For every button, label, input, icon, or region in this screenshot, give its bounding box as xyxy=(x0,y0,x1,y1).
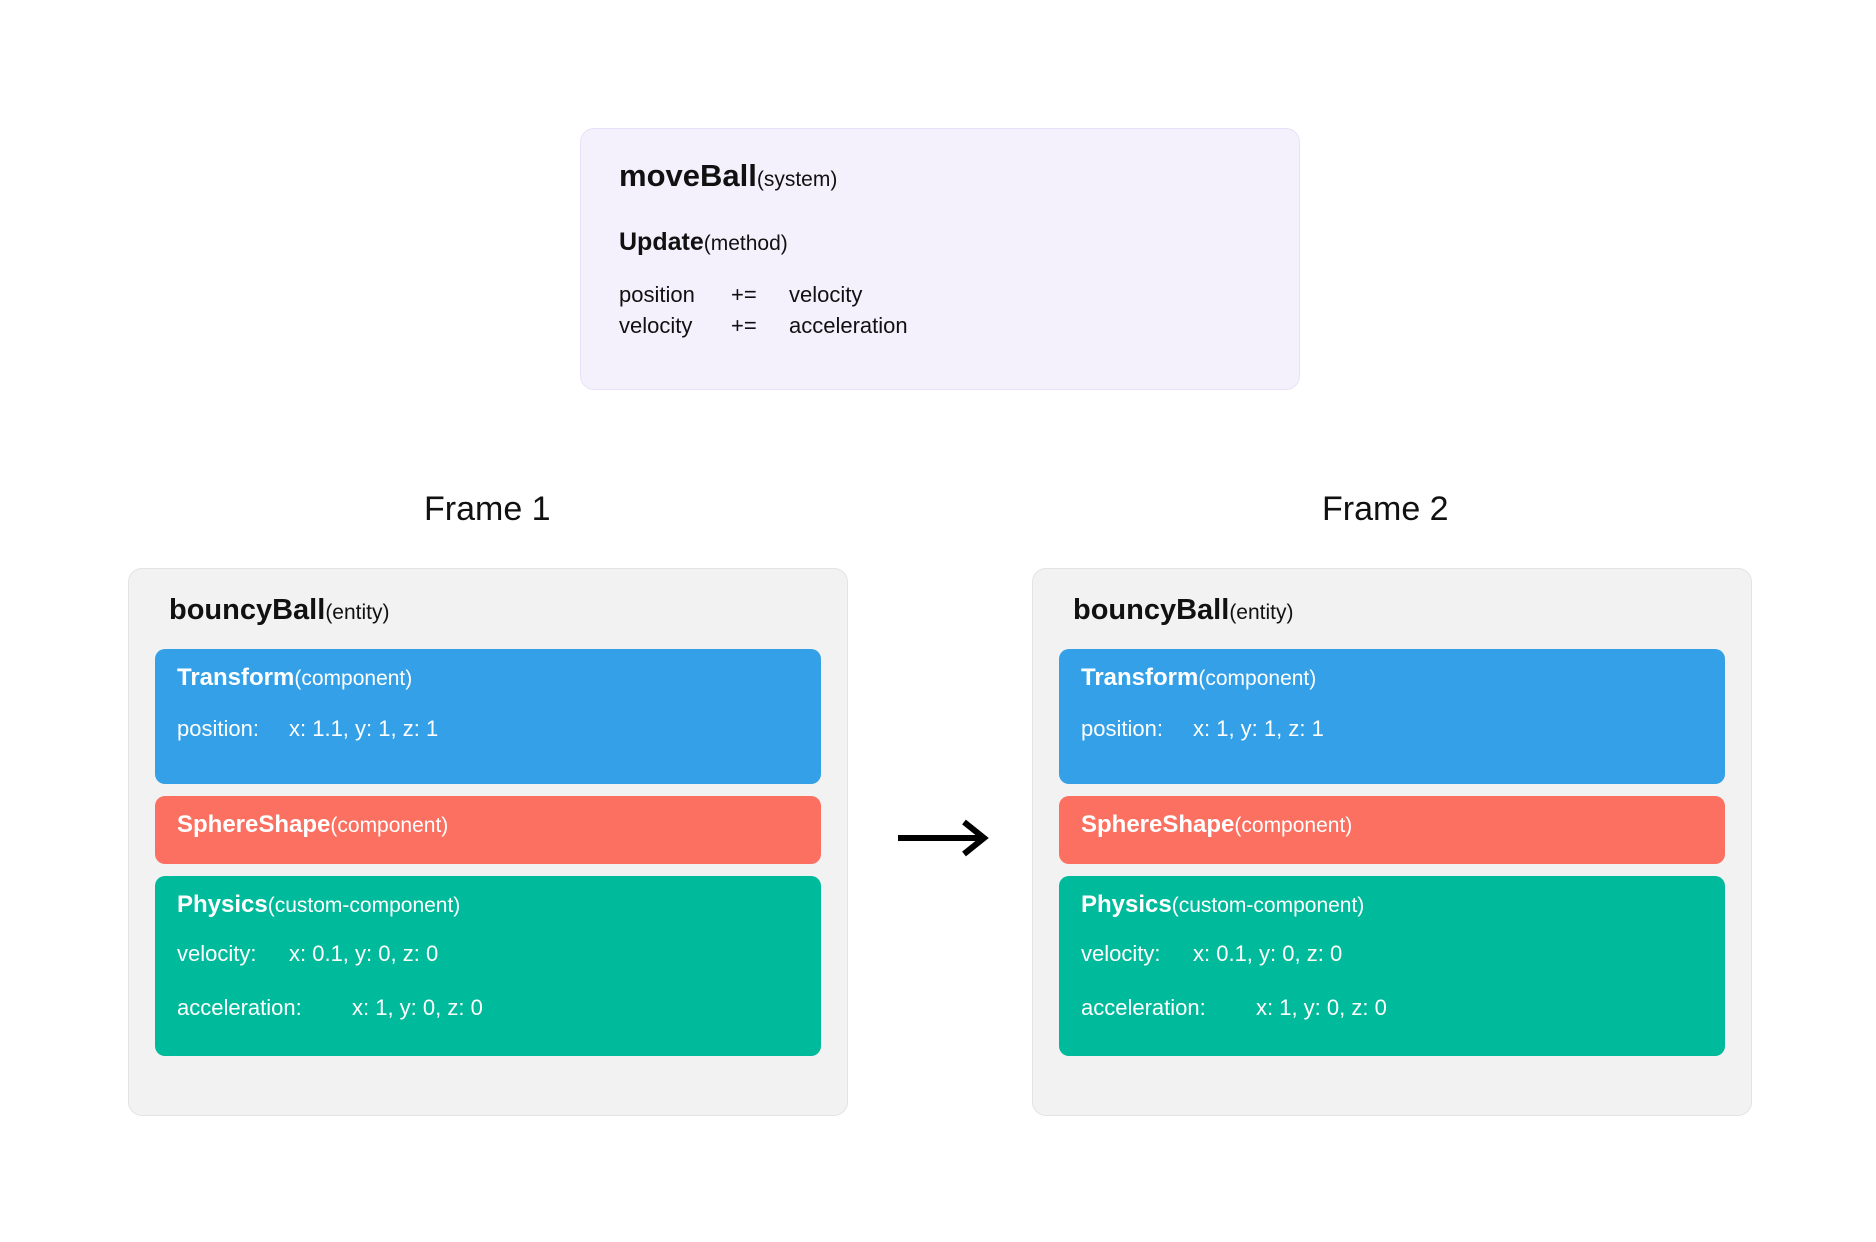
system-title: moveBall(system) xyxy=(619,158,1261,193)
component-kind: (component) xyxy=(294,666,413,690)
entity-kind: (entity) xyxy=(325,601,390,624)
field-value: x: 1, y: 0, z: 0 xyxy=(1256,995,1387,1021)
system-kind: (system) xyxy=(756,168,838,191)
system-statements: position += velocity velocity += acceler… xyxy=(619,279,1261,341)
entity-title: bouncyBall(entity) xyxy=(1073,594,1725,627)
system-method-title: Update(method) xyxy=(619,228,1261,257)
component-kind: (component) xyxy=(1234,813,1353,837)
component-kind: (custom-component) xyxy=(1171,893,1365,917)
entity-card-frame-1: bouncyBall(entity) Transform(component) … xyxy=(128,568,848,1116)
field-value: x: 1.1, y: 1, z: 1 xyxy=(289,716,439,742)
component-physics: Physics(custom-component) velocity: x: 0… xyxy=(155,875,821,1056)
field-value: x: 0.1, y: 0, z: 0 xyxy=(289,941,439,967)
component-transform: Transform(component) position: x: 1.1, y… xyxy=(155,648,821,784)
component-title: Transform(component) xyxy=(1081,663,1703,691)
component-field-row: velocity: x: 0.1, y: 0, z: 0 xyxy=(1081,942,1703,966)
component-name: SphereShape xyxy=(177,810,331,838)
method-name: Update xyxy=(619,228,704,257)
statement-rhs: acceleration xyxy=(789,312,908,338)
frame-label-1: Frame 1 xyxy=(424,490,551,528)
component-name: SphereShape xyxy=(1081,810,1235,838)
component-title: Physics(custom-component) xyxy=(177,890,799,918)
component-name: Transform xyxy=(1081,663,1199,691)
statement-line: velocity += acceleration xyxy=(619,310,1261,341)
field-value: x: 1, y: 0, z: 0 xyxy=(352,995,483,1021)
component-field-row: position: x: 1, y: 1, z: 1 xyxy=(1081,717,1703,741)
system-name: moveBall xyxy=(619,158,757,193)
statement-operator: += xyxy=(731,312,757,338)
component-physics: Physics(custom-component) velocity: x: 0… xyxy=(1059,875,1725,1056)
entity-kind: (entity) xyxy=(1229,601,1294,624)
component-field-row: position: x: 1.1, y: 1, z: 1 xyxy=(177,717,799,741)
field-value: x: 1, y: 1, z: 1 xyxy=(1193,716,1324,742)
field-key: acceleration: xyxy=(177,995,302,1021)
component-kind: (component) xyxy=(1198,666,1317,690)
component-name: Physics xyxy=(1081,890,1172,918)
component-kind: (component) xyxy=(330,813,449,837)
entity-name: bouncyBall xyxy=(169,594,326,626)
component-title: SphereShape(component) xyxy=(177,810,799,838)
field-value: x: 0.1, y: 0, z: 0 xyxy=(1193,941,1343,967)
arrow-right-icon xyxy=(898,819,989,857)
statement-rhs: velocity xyxy=(789,281,863,307)
component-name: Transform xyxy=(177,663,295,691)
component-transform: Transform(component) position: x: 1, y: … xyxy=(1059,648,1725,784)
field-key: velocity: xyxy=(177,941,257,967)
component-title: Transform(component) xyxy=(177,663,799,691)
field-key: velocity: xyxy=(1081,941,1161,967)
system-card: moveBall(system) Update(method) position… xyxy=(580,128,1300,390)
method-kind: (method) xyxy=(703,232,788,256)
entity-title: bouncyBall(entity) xyxy=(169,594,821,627)
component-sphereshape: SphereShape(component) xyxy=(155,795,821,864)
frame-label-2: Frame 2 xyxy=(1322,490,1449,528)
statement-operator: += xyxy=(731,281,757,307)
entity-name: bouncyBall xyxy=(1073,594,1230,626)
component-title: SphereShape(component) xyxy=(1081,810,1703,838)
component-sphereshape: SphereShape(component) xyxy=(1059,795,1725,864)
field-key: position: xyxy=(177,716,259,742)
component-kind: (custom-component) xyxy=(267,893,461,917)
statement-lhs: position xyxy=(619,281,695,307)
field-key: position: xyxy=(1081,716,1163,742)
entity-card-frame-2: bouncyBall(entity) Transform(component) … xyxy=(1032,568,1752,1116)
statement-lhs: velocity xyxy=(619,312,693,338)
component-name: Physics xyxy=(177,890,268,918)
component-title: Physics(custom-component) xyxy=(1081,890,1703,918)
component-field-row: acceleration: x: 1, y: 0, z: 0 xyxy=(1081,996,1703,1020)
component-field-row: acceleration: x: 1, y: 0, z: 0 xyxy=(177,996,799,1020)
field-key: acceleration: xyxy=(1081,995,1206,1021)
component-field-row: velocity: x: 0.1, y: 0, z: 0 xyxy=(177,942,799,966)
statement-line: position += velocity xyxy=(619,279,1261,310)
